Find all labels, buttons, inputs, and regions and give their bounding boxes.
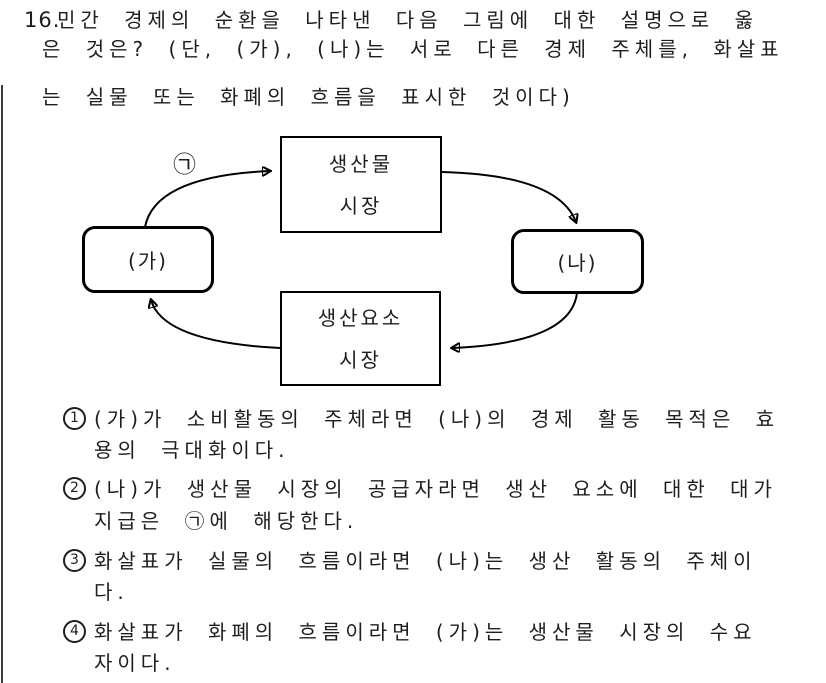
arrow-factor-market-to-ga [151,300,281,349]
arrow-product-market-to-na [441,171,576,222]
option-4-number: 4 [63,620,86,643]
option-3-number: 3 [63,549,86,572]
option-3-line2: 다. [94,580,129,604]
option-2-line2: 지급은 ㉠에 해당한다. [94,509,359,533]
option-1-number: 1 [63,407,86,430]
option-4-line1: 화살표가 화폐의 흐름이라면 (가)는 생산물 시장의 수요 [94,620,757,644]
option-2-line1: (나)가 생산물 시장의 공급자라면 생산 요소에 대한 대가 [94,477,777,501]
product-market-label-line2: 시장 [339,193,383,218]
column-divider-line [1,85,3,683]
option-4-line2: 자이다. [94,651,176,675]
factor-market-box: 생산요소 시장 [280,291,441,386]
factor-market-label-line2: 시장 [339,347,382,372]
product-market-box: 생산물 시장 [280,136,442,233]
question-text-line3: 는 실물 또는 화폐의 흐름을 표시한 것이다) [42,85,575,109]
entity-na-box: (나) [511,229,644,294]
option-3-line1: 화살표가 실물의 흐름이라면 (나)는 생산 활동의 주체이 [94,549,757,573]
question-text-line2: 은 것은? (단, (가), (나)는 서로 다른 경제 주체를, 화살표 [42,37,784,61]
entity-na-label: (나) [557,251,598,275]
factor-market-label-line1: 생산요소 [317,305,404,330]
question-text-line1: 민간 경제의 순환을 나타낸 다음 그림에 대한 설명으로 옳 [57,8,759,32]
option-1-line2: 용의 극대화이다. [94,438,290,462]
option-1-line1: (가)가 소비활동의 주체라면 (나)의 경제 활동 목적은 효 [94,407,780,431]
product-market-label-line1: 생산물 [328,151,394,176]
arrow-na-to-factor-market [452,292,578,348]
circular-flow-arrows [144,130,826,400]
question-number: 16. [24,8,61,32]
entity-ga-label: (가) [127,249,168,273]
entity-ga-box: (가) [82,226,214,293]
arrow-annotation-circled-giyeok: ㉠ [173,152,196,178]
option-2-number: 2 [63,477,86,500]
arrow-ga-to-product-market [144,171,270,228]
